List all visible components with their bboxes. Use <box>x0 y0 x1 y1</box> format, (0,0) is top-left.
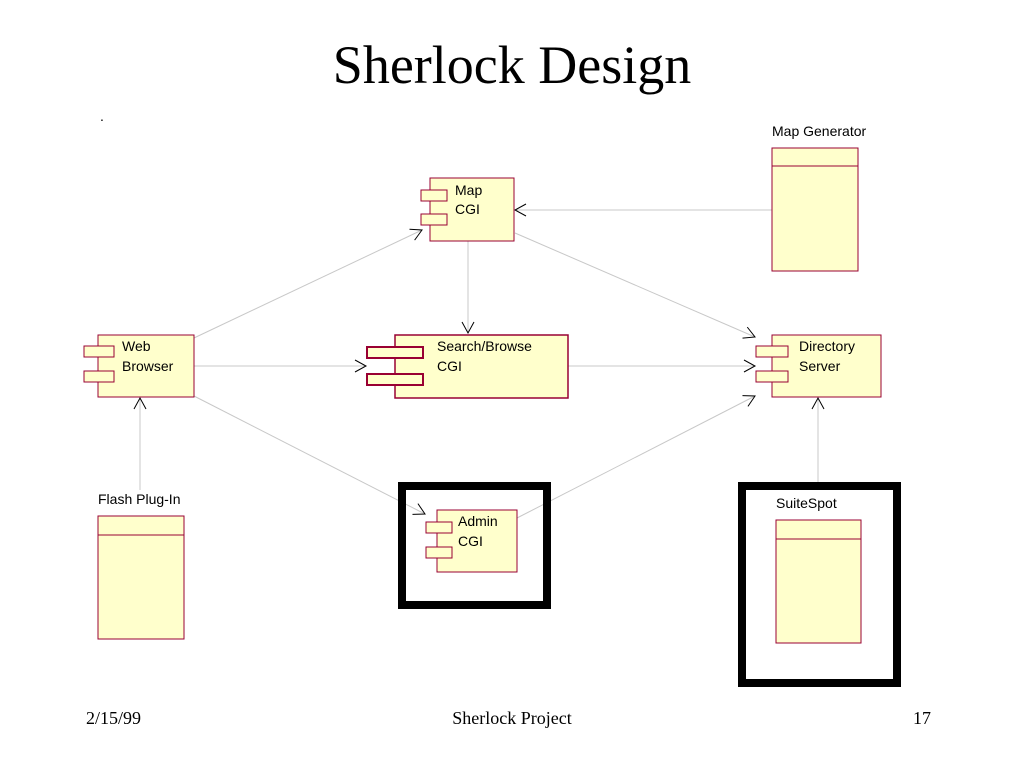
web-browser-component: Web Browser <box>83 334 195 398</box>
flash-plugin-box: Flash Plug-In <box>97 491 185 640</box>
footer-project: Sherlock Project <box>452 708 572 728</box>
admin-cgi-label-line1: Admin <box>458 513 498 529</box>
admin-cgi-label-line2: CGI <box>458 533 483 549</box>
connections <box>133 203 825 519</box>
flash-plugin-label: Flash Plug-In <box>98 491 180 507</box>
edge-browser-to-admin <box>193 395 426 515</box>
search-browse-cgi-label-line2: CGI <box>437 358 462 374</box>
edge-map-cgi-to-directory <box>514 232 756 339</box>
stray-dot: . <box>100 108 104 124</box>
suitespot-package: SuiteSpot <box>738 482 901 687</box>
footer-date: 2/15/99 <box>86 708 142 728</box>
map-cgi-label-line1: Map <box>455 182 482 198</box>
admin-cgi-package: Admin CGI <box>398 482 551 609</box>
map-cgi-component: Map CGI <box>420 177 515 242</box>
map-generator-label: Map Generator <box>772 123 866 139</box>
footer-page-number: 17 <box>913 708 931 728</box>
web-browser-label-line2: Browser <box>122 358 174 374</box>
search-browse-cgi-component: Search/Browse CGI <box>366 334 569 399</box>
edge-browser-to-map-cgi <box>193 228 423 339</box>
web-browser-label-line1: Web <box>122 338 151 354</box>
directory-server-component: Directory Server <box>755 334 882 398</box>
map-generator-box: Map Generator <box>771 123 866 272</box>
directory-server-label-line2: Server <box>799 358 841 374</box>
map-cgi-label-line2: CGI <box>455 201 480 217</box>
directory-server-label-line1: Directory <box>799 338 855 354</box>
suitespot-label: SuiteSpot <box>776 495 837 511</box>
slide-title: Sherlock Design <box>332 35 692 95</box>
edge-admin-to-directory <box>516 395 756 519</box>
search-browse-cgi-label-line1: Search/Browse <box>437 338 532 354</box>
